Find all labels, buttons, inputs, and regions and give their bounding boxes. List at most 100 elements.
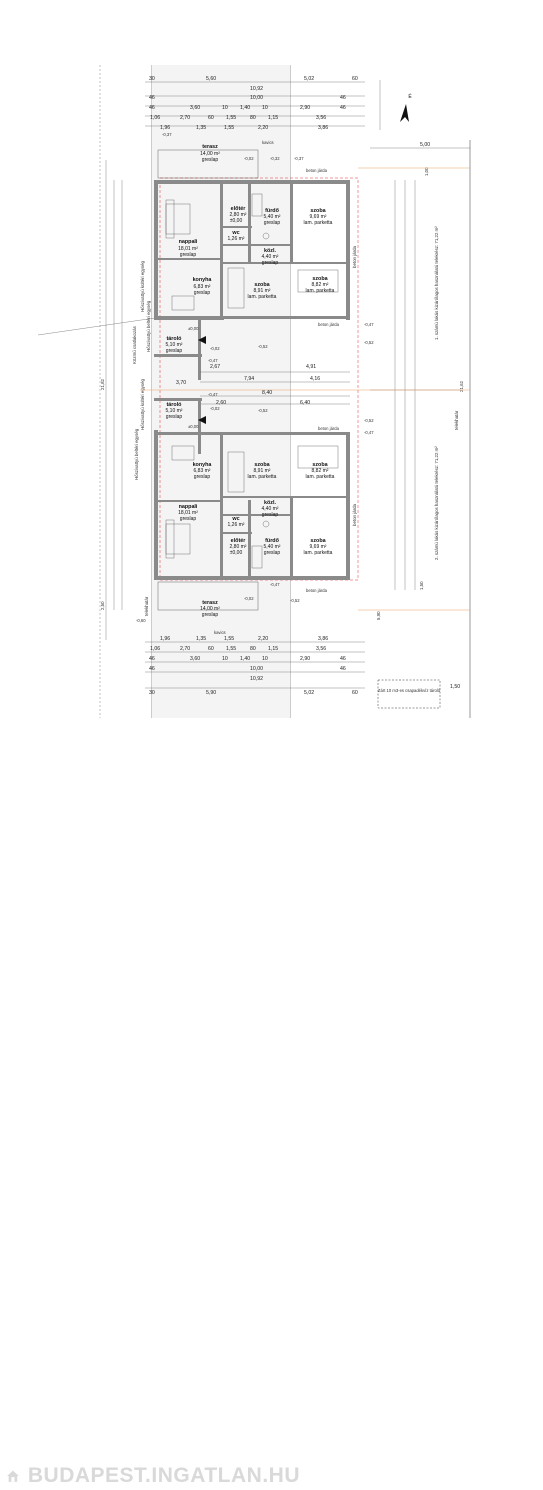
top-lvl-3: -0,52: [364, 340, 374, 345]
bot-room3-name: szoba: [254, 462, 270, 468]
bot-walkway-side: beton járda: [352, 503, 357, 526]
unit-top: terasz 14,00 m² greslap nappali 18,01 m²…: [154, 144, 374, 380]
dim-top-3c: 10: [222, 105, 228, 111]
bot-entry-arrow-icon: [198, 416, 206, 424]
bot-room2-name: szoba: [312, 462, 328, 468]
kavics-bottom: kavics: [214, 630, 226, 635]
bot-corridor-floor: greslap: [262, 512, 279, 518]
top-lvl-3b: -0,52: [258, 344, 268, 349]
top-room2-name: szoba: [312, 276, 328, 282]
brand-logo[interactable]: BUDAPEST.INGATLAN.HU: [0, 1462, 300, 1490]
dim-top-5a: 1,96: [160, 125, 170, 131]
floor-plan: 30 5,60 5,02 60 10,92 46 10,00 46 46 3,6…: [37, 65, 471, 718]
top-corridor-area: 4,40 m²: [262, 254, 279, 260]
dim-bot-5c: 5,02: [304, 690, 314, 696]
bot-walkway-2: beton járda: [306, 588, 328, 593]
bot-corridor-name: közl.: [264, 500, 276, 506]
bot-lvl-1b: -0,02: [210, 406, 220, 411]
bottom-lot-label: telekhatár: [144, 596, 149, 616]
dim-top-4c: 60: [208, 115, 214, 121]
bot-room3-area: 8,91 m²: [254, 468, 271, 474]
top-room3-floor: lam. parketta: [248, 294, 277, 300]
dim-bot-3c: 10: [222, 656, 228, 662]
dim-bot-2e: 80: [250, 646, 256, 652]
left-dimensions: 21,82 2,50 Közmű csatlakozás Hőszivattyú…: [37, 160, 156, 640]
dim-right-a: 1,00: [424, 167, 429, 176]
dim-top-1b: 5,60: [206, 76, 216, 82]
top-hall-floor: ±0,00: [230, 218, 243, 224]
dim-top-1a: 30: [149, 76, 155, 82]
top-dimensions: 30 5,60 5,02 60 10,92 46 10,00 46 46 3,6…: [145, 76, 365, 161]
bot-storage-name: tároló: [167, 402, 183, 408]
bot-corridor-area: 4,40 m²: [262, 506, 279, 512]
dim-bot-3d: 1,40: [240, 656, 250, 662]
top-storage-floor: greslap: [166, 348, 183, 354]
level-top-a: -0,37: [162, 132, 172, 137]
dim-bot-1c: 1,55: [224, 636, 234, 642]
mid-dim-c: 4,16: [310, 376, 320, 382]
top-bath-area: 5,40 m²: [264, 214, 281, 220]
bot-lvl-2b: -0,47: [208, 392, 218, 397]
dim-bot-1a: 1,96: [160, 636, 170, 642]
bot-room2-floor: lam. parketta: [306, 474, 335, 480]
dim-bot-4b: 10,00: [250, 666, 263, 672]
top-room1-name: szoba: [310, 208, 326, 214]
dim-top-5d: 2,20: [258, 125, 268, 131]
top-lvl-1: -0,02: [244, 156, 254, 161]
bot-storage-area: 5,10 m²: [166, 408, 183, 414]
top-walkway-1: beton járda: [306, 168, 328, 173]
top-wc-area: 1,26 m²: [228, 236, 245, 242]
bot-lvl-4: ±0,00: [188, 424, 199, 429]
top-lvl-2: -0,47: [364, 322, 374, 327]
bot-storage-floor: greslap: [166, 414, 183, 420]
bot-hall-area: 2,80 m²: [230, 544, 247, 550]
top-room1-area: 9,69 m²: [310, 214, 327, 220]
bot-bath-floor: greslap: [264, 550, 281, 556]
bot-kitchen-area: 6,83 m²: [194, 468, 211, 474]
mid-dim-a: 4,91: [306, 364, 316, 370]
bot-lvl-1: -0,02: [244, 596, 254, 601]
top-hall-area: 2,80 m²: [230, 212, 247, 218]
bot-room1-floor: lam. parketta: [304, 550, 333, 556]
dim-bot-4a: 46: [149, 666, 155, 672]
dim-top-4g: 3,56: [316, 115, 326, 121]
bot-lvl-2c: -0,47: [270, 582, 280, 587]
dim-right-width: 5,90: [376, 611, 381, 620]
bot-wc-name: wc: [231, 516, 239, 522]
top-living-floor: greslap: [180, 252, 197, 258]
dim-left-side: 2,50: [100, 601, 105, 610]
top-terrace-floor: greslap: [202, 157, 219, 163]
top-walkway-2: beton járda: [318, 322, 340, 327]
bot-living-area: 18,01 m²: [178, 510, 198, 516]
top-living-area: 18,01 m²: [178, 246, 198, 252]
top-storage-name: tároló: [167, 336, 183, 342]
dim-bot-3g: 46: [340, 656, 346, 662]
dim-right-top: 5,00: [420, 142, 430, 148]
dim-top-4b: 2,70: [180, 115, 190, 121]
dim-bot-3e: 10: [262, 656, 268, 662]
top-room3-area: 8,91 m²: [254, 288, 271, 294]
dim-top-4e: 80: [250, 115, 256, 121]
mid-dim-b: 7,94: [244, 376, 254, 382]
top-terrace-area: 14,00 m²: [200, 151, 220, 157]
dim-right-b: 1,50: [419, 581, 424, 590]
dim-top-total: 10,92: [250, 86, 263, 92]
bot-lvl-3c: -0,52: [290, 598, 300, 603]
unit-bottom: tároló 5,10 m² greslap konyha 6,83 m² gr…: [154, 392, 374, 618]
rain-tank: [377, 679, 441, 709]
dim-bot-total: 10,92: [250, 676, 263, 682]
dim-top-5c: 1,55: [224, 125, 234, 131]
dim-top-4d: 1,55: [226, 115, 236, 121]
bot-walkway-1: beton járda: [318, 426, 340, 431]
top-corridor-floor: greslap: [262, 260, 279, 266]
bot-terrace-name: terasz: [202, 600, 218, 606]
dim-bot-5d: 60: [352, 690, 358, 696]
heatpump-in-bottom: Hőszivattyú beltéri egység: [134, 428, 139, 480]
right-dimensions: 5,00 1,00 1,50 5,90 21,62 1. számú lakás…: [370, 142, 470, 709]
dim-bot-5a: 30: [149, 690, 155, 696]
dim-bot-1d: 2,20: [258, 636, 268, 642]
dim-top-3e: 10: [262, 105, 268, 111]
top-bath-name: fürdő: [265, 208, 279, 214]
top-wc-name: wc: [231, 230, 239, 236]
dim-top-1c: 5,02: [304, 76, 314, 82]
